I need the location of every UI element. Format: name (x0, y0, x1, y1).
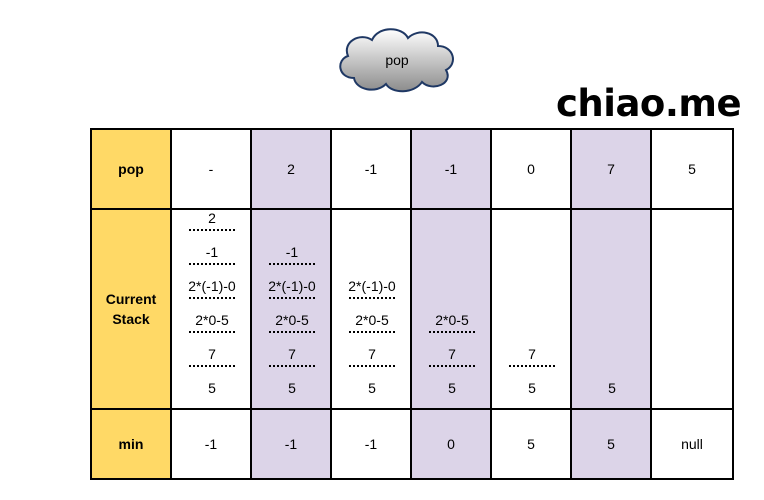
min-cell: -1 (172, 410, 252, 480)
stack-separator (349, 297, 395, 299)
stack-item: 5 (288, 380, 296, 396)
stack-item: 2*(-1)-0 (268, 278, 316, 294)
stack-item: -1 (205, 244, 219, 260)
stack-item: 5 (528, 380, 536, 396)
stack-separator (349, 331, 395, 333)
pop-cell: -1 (412, 130, 492, 210)
stack-item: 7 (208, 346, 216, 362)
stack-item: 2*0-5 (275, 312, 309, 328)
stack-cell: 2*0-5 7 5 (412, 210, 492, 410)
pop-cloud: pop (332, 22, 462, 96)
row-header-min: min (92, 410, 172, 480)
pop-cell: 2 (252, 130, 332, 210)
pop-cell: -1 (332, 130, 412, 210)
stack-item: 2*0-5 (435, 312, 469, 328)
stack-separator (189, 365, 235, 367)
stack-separator (269, 297, 315, 299)
stack-cell: -1 2*(-1)-0 2*0-5 7 5 (252, 210, 332, 410)
stack-item: 2*(-1)-0 (188, 278, 236, 294)
stack-separator (269, 263, 315, 265)
stack-separator (349, 365, 395, 367)
min-cell: 0 (412, 410, 492, 480)
pop-cell: 5 (652, 130, 734, 210)
min-cell: 5 (492, 410, 572, 480)
cloud-icon (339, 28, 454, 93)
stack-separator (429, 365, 475, 367)
stack-cell: 5 (572, 210, 652, 410)
stack-item: 5 (608, 380, 616, 396)
stack-item: 7 (368, 346, 376, 362)
stack-item: -1 (285, 244, 299, 260)
stack-item: 7 (448, 346, 456, 362)
cloud-label: pop (385, 52, 409, 68)
stack-cell: 2*(-1)-0 2*0-5 7 5 (332, 210, 412, 410)
stack-item: 7 (528, 346, 536, 362)
stack-separator (509, 365, 555, 367)
min-cell: -1 (252, 410, 332, 480)
stack-item: 5 (448, 380, 456, 396)
stack-item: 2 (208, 210, 216, 226)
stack-separator (189, 229, 235, 231)
stack-separator (189, 297, 235, 299)
stack-item: 5 (368, 380, 376, 396)
pop-cell: 7 (572, 130, 652, 210)
pop-cell: - (172, 130, 252, 210)
stack-cell (652, 210, 734, 410)
min-cell: null (652, 410, 734, 480)
stack-separator (189, 331, 235, 333)
stack-item: 7 (288, 346, 296, 362)
min-cell: 5 (572, 410, 652, 480)
stack-separator (189, 263, 235, 265)
stack-item: 5 (208, 380, 216, 396)
stack-item: 2*0-5 (195, 312, 229, 328)
stack-cell: 2 -1 2*(-1)-0 2*0-5 7 5 (172, 210, 252, 410)
pop-cell: 0 (492, 130, 572, 210)
row-header-pop: pop (92, 130, 172, 210)
stack-item: 2*(-1)-0 (348, 278, 396, 294)
stack-item: 2*0-5 (355, 312, 389, 328)
brand-logo: chiao.me (556, 82, 742, 125)
min-cell: -1 (332, 410, 412, 480)
stack-separator (429, 331, 475, 333)
stack-separator (269, 365, 315, 367)
stack-separator (269, 331, 315, 333)
